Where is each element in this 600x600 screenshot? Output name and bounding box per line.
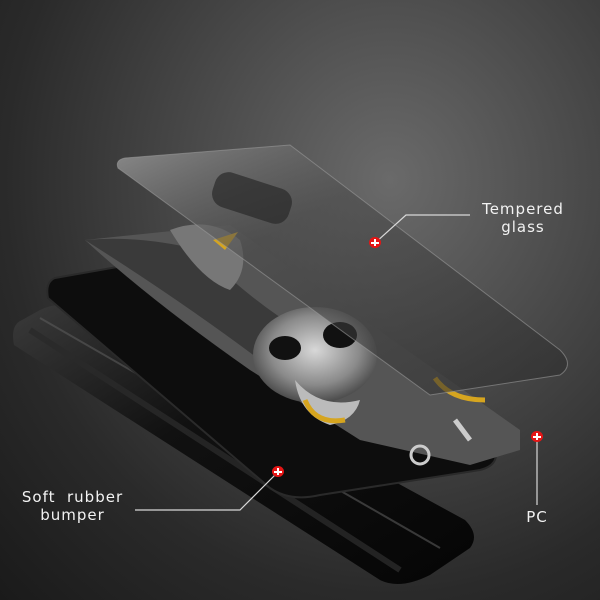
tempered-glass-callout-line	[374, 214, 470, 244]
tempered-glass-label-line1: Tempered	[482, 200, 564, 218]
tempered-glass-layer	[116, 144, 568, 396]
soft-rubber-bumper-label-line1: Soft rubber	[21, 488, 124, 506]
tempered-glass-label-line2: glass	[501, 218, 545, 236]
pc-marker-icon[interactable]	[531, 431, 543, 442]
tempered-glass-label: Tempered glass	[468, 200, 578, 236]
soft-rubber-bumper-marker-icon[interactable]	[272, 466, 284, 477]
pc-label: PC	[517, 508, 557, 526]
bumper-callout-line	[135, 472, 278, 511]
soft-rubber-bumper-label: Soft rubber bumper	[10, 488, 135, 524]
pc-label-text: PC	[526, 508, 548, 526]
tempered-glass-marker-icon[interactable]	[369, 237, 381, 248]
soft-rubber-bumper-label-line2: bumper	[40, 506, 105, 524]
